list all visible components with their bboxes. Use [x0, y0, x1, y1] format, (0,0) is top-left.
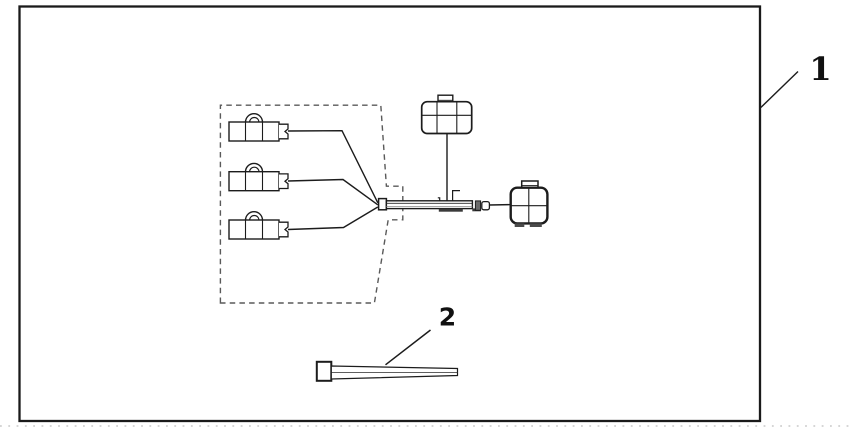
drawing-frame-border	[18, 5, 762, 423]
callout-2-leader-line	[385, 329, 431, 366]
trunk-tube	[385, 200, 474, 210]
branch-wire-2	[287, 178, 379, 206]
callout-2: 2	[385, 303, 456, 366]
cable-strap	[315, 360, 459, 382]
harness-trunk	[377, 133, 511, 212]
trunk-ferrule	[474, 200, 482, 211]
cable-strap-head	[315, 360, 333, 382]
trunk-branch-stub-right	[452, 190, 460, 201]
trunk-end-cap	[377, 197, 388, 211]
callout-1: 1	[760, 50, 832, 109]
callout-1-label: 1	[809, 50, 831, 88]
callout-1-leader-line	[760, 70, 799, 109]
right-coupler-foot-1	[514, 223, 525, 227]
branch-wire-1	[287, 129, 379, 204]
trunk-end-plug	[481, 200, 491, 211]
trunk-branch-stub-left	[437, 197, 441, 201]
right-coupler	[509, 180, 549, 227]
top-coupler-body	[420, 100, 473, 135]
right-coupler-foot-2	[529, 223, 542, 227]
top-coupler	[420, 94, 473, 135]
callout-2-label: 2	[439, 303, 456, 332]
branch-wire-3	[287, 206, 379, 231]
trunk-tape-wrap-1	[438, 208, 463, 212]
